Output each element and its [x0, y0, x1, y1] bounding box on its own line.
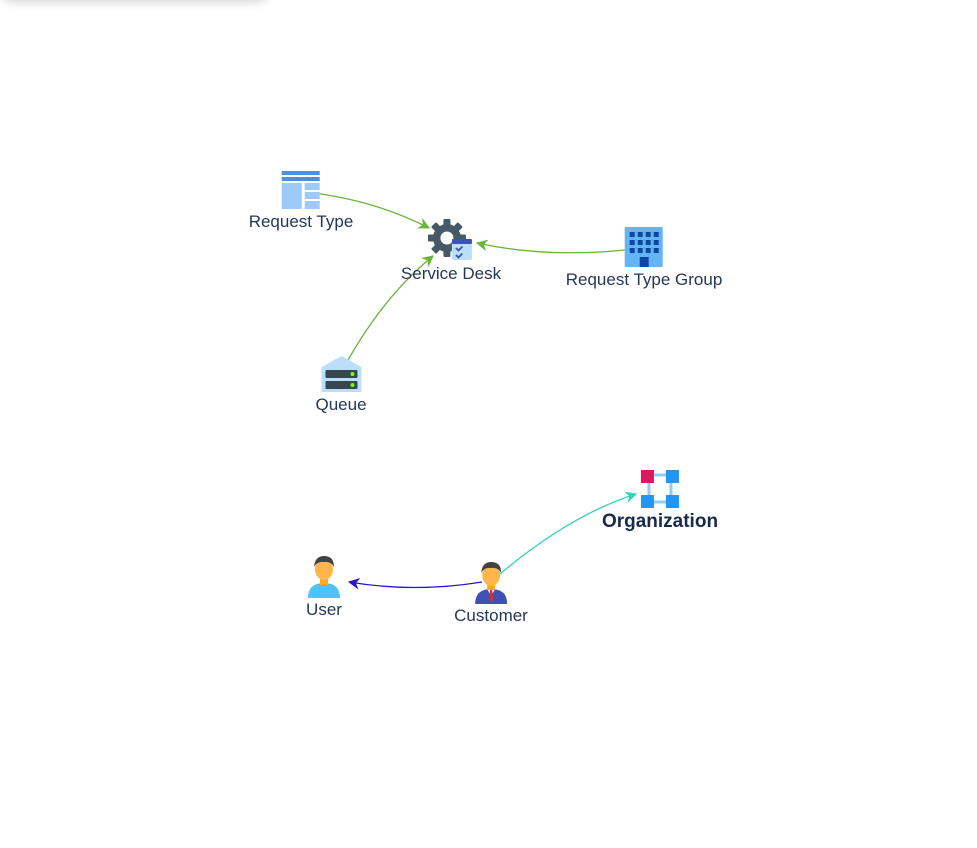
- node-label: Request Type: [248, 212, 354, 231]
- organization-icon: [641, 470, 679, 508]
- customer-person-icon: [475, 562, 507, 604]
- edge-customer-to-organization[interactable]: [499, 491, 638, 575]
- node-label: User: [306, 600, 342, 619]
- node-label: Organization: [601, 511, 719, 532]
- edge-request-type-group-to-service-desk[interactable]: [475, 239, 626, 254]
- request-type-icon: [282, 171, 320, 209]
- node-label: Queue: [315, 395, 367, 414]
- node-request-type-group[interactable]: Request Type Group: [565, 226, 723, 290]
- node-request-type[interactable]: Request Type: [248, 170, 354, 232]
- node-label: Customer: [454, 606, 528, 625]
- node-queue[interactable]: Queue: [315, 355, 367, 415]
- building-icon: [625, 227, 663, 267]
- queue-server-icon: [320, 356, 361, 392]
- node-customer[interactable]: Customer: [454, 560, 528, 626]
- user-person-icon: [308, 556, 340, 598]
- edge-customer-to-user[interactable]: [347, 577, 483, 590]
- edge-queue-to-service-desk[interactable]: [347, 255, 434, 361]
- service-desk-gear-icon: [427, 219, 472, 260]
- node-label: Request Type Group: [565, 270, 723, 289]
- node-label: Service Desk: [400, 264, 502, 283]
- node-service-desk[interactable]: Service Desk: [401, 218, 501, 284]
- node-organization[interactable]: Organization: [602, 468, 718, 532]
- edge-request-type-to-service-desk[interactable]: [305, 191, 431, 229]
- node-user[interactable]: User: [306, 554, 342, 620]
